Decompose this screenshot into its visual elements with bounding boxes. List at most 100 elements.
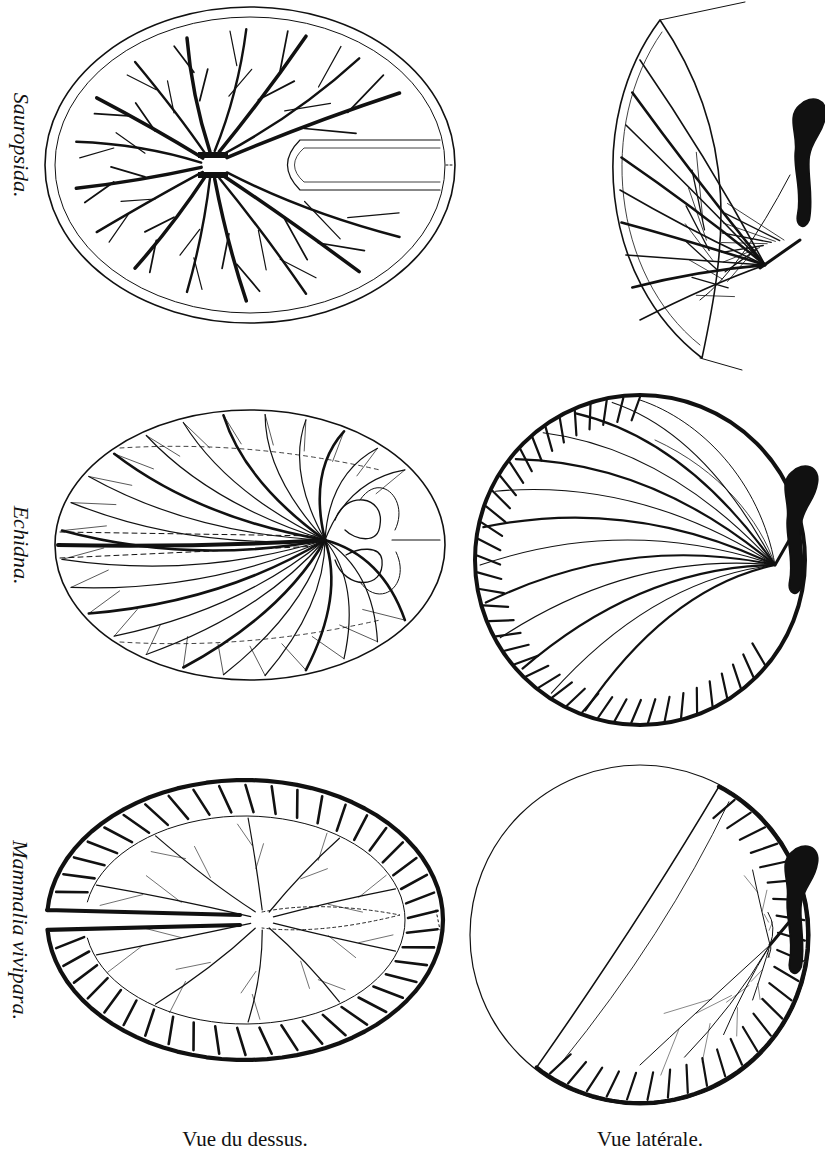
- vessel-line: [539, 675, 560, 688]
- vessel-line: [620, 190, 765, 265]
- vessel-line: [89, 477, 132, 486]
- vessel-line: [224, 415, 242, 444]
- vessel-line: [258, 81, 294, 100]
- vessel-line: [648, 1072, 654, 1099]
- vessel-line: [285, 219, 308, 260]
- vitelline-vessel: [58, 540, 325, 546]
- vessel-line: [762, 999, 782, 1019]
- vessel-line: [328, 936, 355, 958]
- vessel-line: [224, 415, 326, 540]
- vessel-line: [269, 928, 339, 1002]
- sinus-terminalis: [60, 546, 320, 558]
- vessel-line: [124, 1001, 137, 1026]
- vessel-line: [127, 75, 156, 90]
- vessel-line: [760, 861, 787, 867]
- vessel-line: [56, 891, 87, 894]
- vessel-line: [104, 828, 132, 843]
- sinus-terminalis: [120, 620, 380, 644]
- sinus-terminalis: [537, 787, 808, 1103]
- vessel-line: [478, 539, 500, 550]
- sinus-terminalis: [120, 446, 380, 470]
- vessel-line: [627, 1073, 636, 1100]
- amnion-outline: [700, 175, 790, 300]
- vessel-line: [486, 506, 505, 522]
- yolk-sac-outline: [470, 765, 810, 1105]
- vessel-line: [319, 46, 342, 87]
- vessel-line: [632, 265, 765, 288]
- vessel-line: [632, 397, 640, 420]
- vessel-line: [661, 1029, 679, 1075]
- vessel-line: [386, 974, 417, 982]
- vessel-line: [258, 230, 266, 270]
- vessel-line: [489, 620, 514, 621]
- vessel-line: [100, 895, 143, 906]
- vessel-line: [348, 213, 399, 218]
- vessel-line: [520, 449, 531, 471]
- vessel-line: [88, 842, 117, 853]
- vessel-line: [702, 1058, 707, 1086]
- vessel-line: [145, 1010, 154, 1036]
- vessel-line: [582, 694, 598, 713]
- amnion-outline: [446, 165, 452, 166]
- vessel-line: [74, 857, 105, 865]
- vessel-line: [200, 69, 208, 101]
- vessel-line: [376, 470, 405, 494]
- vessel-line: [575, 411, 577, 436]
- vessel-line: [753, 870, 770, 945]
- vessel-line: [533, 438, 542, 461]
- vessel-line: [63, 874, 94, 878]
- amnion-fold: [360, 488, 399, 530]
- vessel-line: [486, 555, 775, 602]
- vessel-line: [325, 448, 378, 540]
- vessel-line: [505, 645, 529, 651]
- vessel-line: [568, 1062, 586, 1084]
- vessel-line: [727, 813, 750, 829]
- vessel-line: [252, 994, 260, 1019]
- vessel-line: [121, 199, 155, 201]
- vessel-line: [733, 665, 741, 689]
- vitelline-vessel: [198, 172, 228, 178]
- vessel-line: [762, 890, 767, 911]
- vessel-line: [280, 31, 288, 71]
- vessel-line: [241, 971, 256, 993]
- vessel-line: [169, 1017, 173, 1044]
- vessel-line: [359, 935, 393, 943]
- vessel-line: [744, 876, 758, 893]
- vessel-line: [301, 961, 310, 988]
- vessel-line: [546, 427, 553, 451]
- vessel-line: [176, 962, 210, 969]
- vessel-line: [393, 858, 416, 875]
- vessel-line: [124, 815, 149, 833]
- vessel-line: [238, 824, 253, 846]
- vessel-line: [617, 398, 623, 422]
- vessel-line: [281, 1025, 297, 1050]
- amnion-fold: [392, 539, 440, 540]
- vessel-line: [195, 846, 211, 877]
- vessel-line: [481, 522, 502, 536]
- embryo-figure: [793, 99, 825, 226]
- vessel-line: [303, 1021, 323, 1044]
- vessel-line: [607, 1071, 619, 1096]
- vessel-line: [587, 1068, 602, 1092]
- vessel-line: [85, 182, 114, 203]
- area-vasculosa-boundary: [87, 816, 405, 1024]
- vessel-line: [224, 58, 360, 154]
- vessel-line: [598, 697, 612, 717]
- vessel-line: [342, 1007, 367, 1025]
- vessel-line: [237, 264, 260, 291]
- vessel-line: [612, 402, 775, 565]
- vessel-line: [483, 518, 775, 565]
- vessel-line: [80, 148, 114, 158]
- amnion-outline: [295, 148, 441, 182]
- vessel-line: [373, 987, 402, 998]
- vessel-line: [318, 980, 345, 990]
- vessel-line: [63, 952, 89, 966]
- vessel-line: [478, 572, 502, 579]
- vessel-line: [135, 62, 206, 154]
- vessel-line: [150, 240, 157, 272]
- vessel-line: [560, 418, 564, 442]
- vessel-line: [764, 914, 768, 922]
- vessel-line: [631, 700, 641, 723]
- vessel-line: [174, 46, 194, 72]
